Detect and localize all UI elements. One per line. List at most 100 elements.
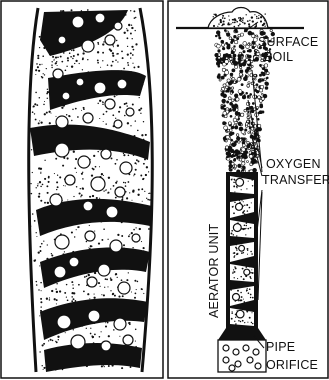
cell-stipple-dot: [251, 312, 252, 313]
boil-dot: [228, 15, 229, 16]
stipple-dot: [36, 63, 38, 65]
stipple-dot: [103, 190, 104, 191]
plume-bubble: [236, 137, 240, 141]
cell-stipple-dot: [252, 185, 254, 187]
stipple-dot: [145, 174, 147, 176]
stipple-dot: [107, 239, 108, 240]
stipple-dot: [43, 104, 45, 106]
plume-bubble: [247, 111, 249, 113]
stipple-dot: [42, 184, 44, 186]
air-bubble: [114, 22, 122, 30]
stipple-dot: [121, 51, 123, 53]
air-bubble: [50, 194, 62, 206]
stipple-dot: [76, 186, 78, 188]
cell-stipple-dot: [241, 296, 243, 298]
stipple-dot: [38, 122, 40, 124]
stipple-dot: [43, 369, 44, 370]
stipple-dot: [102, 52, 104, 54]
plume-bubble: [233, 54, 236, 57]
stipple-dot: [127, 54, 129, 56]
stipple-dot: [118, 296, 120, 298]
stipple-dot: [134, 280, 136, 282]
plume-bubble: [241, 83, 243, 85]
stipple-dot: [96, 197, 98, 199]
stipple-dot: [38, 289, 39, 290]
plume-bubble: [257, 118, 259, 120]
stipple-dot: [148, 193, 149, 194]
orifice-bubble: [223, 357, 229, 363]
air-bubble: [55, 235, 69, 249]
stipple-dot: [75, 108, 77, 110]
stipple-dot: [73, 196, 74, 197]
cell-bubble: [233, 224, 241, 232]
stipple-dot: [35, 119, 37, 121]
cell-stipple-dot: [235, 244, 237, 246]
aerator-closeup-panel: [1, 1, 163, 378]
stipple-dot: [61, 61, 63, 63]
cell-stipple-dot: [234, 191, 235, 192]
stipple-dot: [131, 27, 133, 29]
plume-bubble: [254, 85, 257, 88]
cell-stipple-dot: [241, 200, 242, 201]
boil-dot: [244, 22, 246, 24]
cell-stipple-dot: [244, 322, 245, 323]
boil-dot: [263, 18, 264, 19]
plume-bubble: [231, 87, 233, 89]
stipple-dot: [42, 55, 44, 57]
stipple-dot: [40, 246, 42, 248]
cell-stipple-dot: [232, 311, 233, 312]
cell-stipple-dot: [250, 227, 252, 229]
stipple-dot: [42, 344, 44, 346]
plume-bubble: [226, 135, 230, 139]
plume-bubble: [243, 42, 247, 46]
stipple-dot: [39, 315, 40, 316]
plume-bubble: [241, 151, 244, 154]
air-bubble: [56, 116, 68, 128]
plume-bubble: [221, 106, 224, 109]
plume-bubble: [248, 49, 251, 52]
boil-dot: [238, 25, 240, 27]
boil-dot: [265, 13, 266, 14]
stipple-dot: [137, 281, 139, 283]
stipple-dot: [73, 298, 75, 300]
orifice-bubble: [233, 349, 239, 355]
stipple-dot: [71, 9, 73, 11]
stipple-dot: [126, 28, 127, 29]
stipple-dot: [105, 123, 106, 124]
baffle-3: [30, 124, 150, 160]
plume-bubble: [230, 73, 233, 76]
cell-stipple-dot: [241, 252, 243, 254]
stipple-dot: [131, 46, 133, 48]
air-bubble: [87, 277, 97, 287]
plume-bubble: [254, 74, 256, 76]
plume-bubble: [241, 113, 244, 116]
plume-bubble: [225, 57, 227, 59]
plume-bubble: [225, 60, 229, 64]
cell-stipple-dot: [234, 277, 235, 278]
stipple-dot: [46, 298, 48, 300]
stipple-dot: [71, 281, 73, 283]
stipple-dot: [135, 329, 137, 331]
stipple-dot: [86, 275, 88, 277]
stipple-dot: [89, 196, 91, 198]
stipple-dot: [111, 157, 113, 159]
stipple-dot: [138, 189, 140, 191]
stipple-dot: [40, 172, 41, 173]
label-surface-line2: BOIL: [264, 50, 293, 64]
plume-bubble: [222, 114, 224, 116]
cell-stipple-dot: [235, 317, 236, 318]
plume-bubble: [222, 99, 226, 103]
air-bubble: [105, 99, 115, 109]
label-surface-line1: SURFACE: [258, 35, 318, 49]
cell-stipple-dot: [242, 212, 244, 214]
stipple-dot: [94, 231, 95, 232]
stipple-dot: [47, 202, 49, 204]
stipple-dot: [67, 60, 69, 62]
cell-stipple-dot: [243, 299, 244, 300]
stipple-dot: [119, 106, 121, 108]
plume-bubble: [242, 62, 246, 66]
cell-stipple-dot: [230, 289, 231, 290]
cell-stipple-dot: [247, 228, 249, 230]
boil-dot: [248, 23, 250, 25]
plume-bubble: [257, 96, 260, 99]
